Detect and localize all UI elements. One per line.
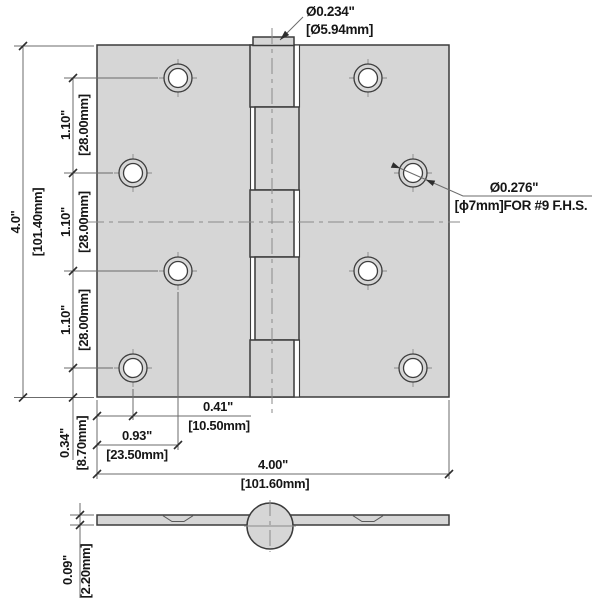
dim-width-inch: 4.00" xyxy=(258,457,288,472)
dim-row-spacing-1-inch: 1.10" xyxy=(58,110,73,140)
pin-diameter-mm: [Ø5.94mm] xyxy=(306,22,373,37)
dim-outer-col-mm: [10.50mm] xyxy=(188,418,250,433)
dim-row-spacing-2-inch: 1.10" xyxy=(58,207,73,237)
dim-bottom-group: 0.41" [10.50mm] 0.93" [23.50mm] 4.00" [1… xyxy=(92,292,454,491)
screw-hole-mm: [ϕ7mm]FOR #9 F.H.S. xyxy=(455,198,588,213)
knuckle-gap xyxy=(293,339,301,398)
dim-overall-width: 4.00" [101.60mm] xyxy=(92,457,454,491)
dim-width-mm: [101.60mm] xyxy=(241,476,310,491)
front-view xyxy=(88,28,460,416)
screw-hole xyxy=(159,252,197,290)
side-view: 0.09" [2.20mm] xyxy=(60,500,450,598)
leader-arrow-icon xyxy=(425,179,436,186)
dim-thickness-inch: 0.09" xyxy=(60,555,75,585)
hinge-pin-cap xyxy=(252,36,295,47)
leader-arrow-icon xyxy=(390,162,401,169)
screw-hole xyxy=(114,154,152,192)
dim-row-spacing-3-mm: [28.00mm] xyxy=(76,289,91,351)
knuckle-gap xyxy=(293,189,301,258)
dim-height-inch: 4.0" xyxy=(8,210,23,233)
dim-edge-to-outer-hole: 0.41" [10.50mm] xyxy=(92,399,251,433)
dim-leaf-thickness: 0.09" [2.20mm] xyxy=(60,503,94,598)
screw-hole-inch: Ø0.276" xyxy=(490,180,539,195)
dim-outer-col-inch: 0.41" xyxy=(203,399,233,414)
screw-hole xyxy=(159,59,197,97)
screw-hole xyxy=(394,349,432,387)
countersink-profile xyxy=(162,515,194,522)
knuckle-segment xyxy=(254,106,300,191)
screw-hole xyxy=(349,252,387,290)
dim-row-spacing-2-mm: [28.00mm] xyxy=(76,191,91,253)
callout-screw-hole: Ø0.276" [ϕ7mm]FOR #9 F.H.S. xyxy=(390,162,592,213)
dim-height-mm: [101.40mm] xyxy=(30,188,45,257)
pin-diameter-inch: Ø0.234" xyxy=(306,4,355,19)
knuckle-segment xyxy=(254,256,300,341)
dim-hole-row-chain: 1.10" [28.00mm] 1.10" [28.00mm] 1.10" [2… xyxy=(57,73,158,471)
dim-inner-col-mm: [23.50mm] xyxy=(106,447,168,462)
leader-arrow-icon xyxy=(280,30,290,40)
dim-thickness-mm: [2.20mm] xyxy=(78,544,93,599)
dim-bottom-margin-inch: 0.34" xyxy=(57,428,72,458)
knuckle-gap xyxy=(293,44,301,108)
dim-overall-height: 4.0" [101.40mm] xyxy=(8,41,94,403)
dim-edge-to-inner-hole: 0.93" [23.50mm] xyxy=(92,428,183,462)
dim-row-spacing-3-inch: 1.10" xyxy=(58,305,73,335)
countersink-profile xyxy=(352,515,384,522)
screw-hole xyxy=(349,59,387,97)
dim-bottom-margin-mm: [8.70mm] xyxy=(74,416,89,471)
screw-holes xyxy=(114,59,432,387)
screw-hole xyxy=(114,349,152,387)
dim-inner-col-inch: 0.93" xyxy=(122,428,152,443)
callout-pin-diameter: Ø0.234" [Ø5.94mm] xyxy=(279,4,373,41)
dim-row-spacing-1-mm: [28.00mm] xyxy=(76,94,91,156)
screw-hole xyxy=(394,154,432,192)
